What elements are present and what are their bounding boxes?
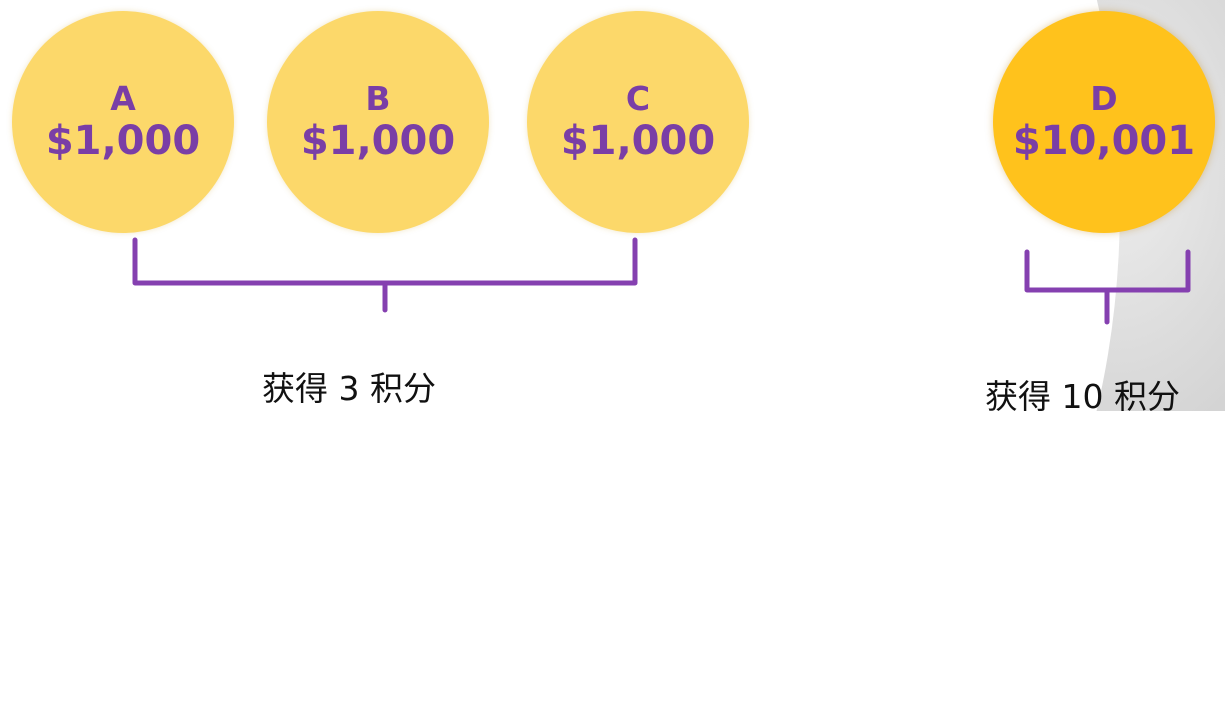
coin-b: B $1,000 xyxy=(267,11,489,233)
coin-amount: $10,001 xyxy=(1012,117,1196,164)
coin-letter: D xyxy=(1090,79,1118,119)
coin-amount: $1,000 xyxy=(45,117,201,164)
coin-letter: B xyxy=(365,79,391,119)
group-braces xyxy=(132,237,1191,325)
coin-amount: $1,000 xyxy=(560,117,716,164)
coin-amount: $1,000 xyxy=(300,117,456,164)
caption-left: 获得 3 积分 xyxy=(262,369,436,408)
coin-a: A $1,000 xyxy=(12,11,234,233)
brace-left xyxy=(132,237,638,313)
brace-right xyxy=(1024,249,1191,325)
coin-letter: A xyxy=(110,79,136,119)
caption-right: 获得 10 积分 xyxy=(985,377,1180,416)
coin-c: C $1,000 xyxy=(527,11,749,233)
coin-d: D $10,001 xyxy=(993,11,1215,233)
coin-letter: C xyxy=(625,79,651,119)
